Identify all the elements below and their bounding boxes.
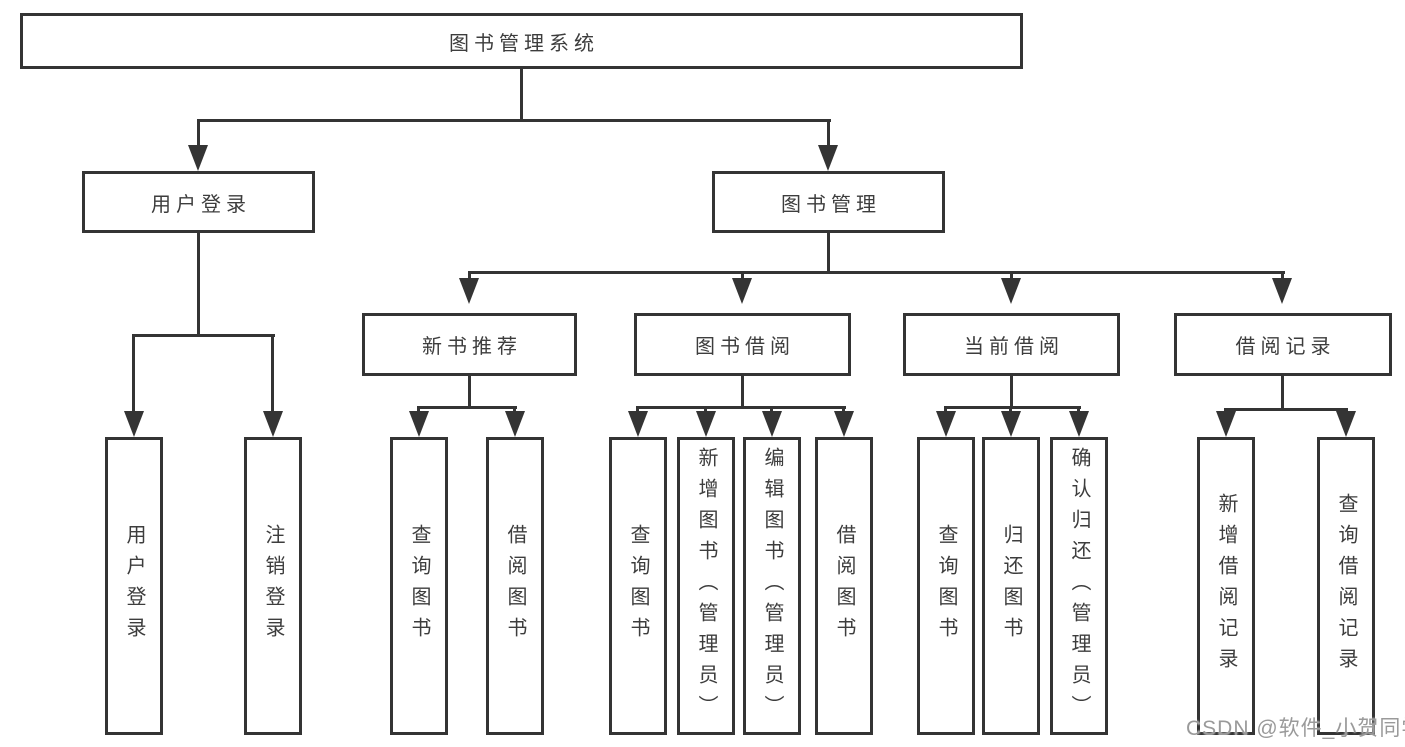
connector-vertical <box>827 119 830 147</box>
arrow-down-icon <box>936 411 956 437</box>
arrow-down-icon <box>505 411 525 437</box>
leaf-query-books-current: 查询图书 <box>917 437 975 735</box>
arrow-down-icon <box>628 411 648 437</box>
arrow-down-icon <box>263 411 283 437</box>
connector-horizontal <box>417 406 517 409</box>
arrow-down-icon <box>188 145 208 171</box>
arrow-down-icon <box>696 411 716 437</box>
node-book-management: 图书管理 <box>712 171 945 233</box>
connector-vertical <box>1009 406 1012 414</box>
node-book-borrowing: 图书借阅 <box>634 313 851 376</box>
leaf-add-borrow-record: 新增借阅记录 <box>1197 437 1255 735</box>
node-current-borrowing-label: 当前借阅 <box>964 336 1064 358</box>
connector-vertical <box>1010 376 1013 408</box>
leaf-return-books: 归还图书 <box>982 437 1040 735</box>
leaf-edit-books-admin: 编辑图书（管理员） <box>743 437 801 735</box>
connector-vertical <box>741 271 744 280</box>
leaf-logout: 注销登录 <box>244 437 302 735</box>
connector-vertical <box>827 233 830 273</box>
node-borrow-records-label: 借阅记录 <box>1235 336 1336 358</box>
node-user-login: 用户登录 <box>82 171 315 233</box>
leaf-confirm-return-admin-label: 确认归还（管理员） <box>1068 446 1090 726</box>
arrow-down-icon <box>1336 411 1356 437</box>
leaf-query-books-borrowing: 查询图书 <box>609 437 667 735</box>
node-book-management-label: 图书管理 <box>781 193 881 216</box>
arrow-down-icon <box>732 278 752 304</box>
arrow-down-icon <box>762 411 782 437</box>
connector-vertical <box>1077 406 1080 414</box>
leaf-query-borrow-record: 查询借阅记录 <box>1317 437 1375 735</box>
connector-horizontal <box>636 406 846 409</box>
connector-horizontal <box>468 271 1285 274</box>
connector-vertical <box>197 233 200 336</box>
arrow-down-icon <box>409 411 429 437</box>
node-new-book-recommend-label: 新书推荐 <box>422 336 522 358</box>
arrow-down-icon <box>1001 278 1021 304</box>
connector-vertical <box>770 406 773 414</box>
connector-horizontal <box>1224 408 1348 411</box>
connector-vertical <box>1281 271 1284 280</box>
watermark: CSDN @软件_小贺同学 <box>1186 717 1405 740</box>
leaf-borrow-books-borrowing: 借阅图书 <box>815 437 873 735</box>
connector-vertical <box>271 334 274 414</box>
connector-vertical <box>944 406 947 414</box>
leaf-confirm-return-admin: 确认归还（管理员） <box>1050 437 1108 735</box>
arrow-down-icon <box>834 411 854 437</box>
leaf-user-login: 用户登录 <box>105 437 163 735</box>
connector-horizontal <box>197 119 831 122</box>
leaf-borrow-books-borrowing-label: 借阅图书 <box>833 524 855 648</box>
arrow-down-icon <box>1216 411 1236 437</box>
leaf-user-login-label: 用户登录 <box>123 524 145 648</box>
node-library-system: 图书管理系统 <box>20 13 1023 69</box>
leaf-logout-label: 注销登录 <box>262 524 284 648</box>
arrow-down-icon <box>1272 278 1292 304</box>
leaf-query-books-recommend: 查询图书 <box>390 437 448 735</box>
leaf-borrow-books-recommend-label: 借阅图书 <box>504 524 526 648</box>
connector-horizontal <box>944 406 1081 409</box>
node-user-login-label: 用户登录 <box>151 193 251 216</box>
connector-vertical <box>520 68 523 120</box>
leaf-add-books-admin-label: 新增图书（管理员） <box>695 446 717 726</box>
connector-vertical <box>132 334 135 414</box>
leaf-return-books-label: 归还图书 <box>1000 524 1022 648</box>
leaf-query-books-current-label: 查询图书 <box>935 524 957 648</box>
connector-vertical <box>1281 376 1284 410</box>
leaf-query-books-borrowing-label: 查询图书 <box>627 524 649 648</box>
connector-horizontal <box>132 334 275 337</box>
connector-vertical <box>1010 271 1013 280</box>
connector-vertical <box>468 376 471 408</box>
connector-vertical <box>468 271 471 280</box>
connector-vertical <box>741 376 744 408</box>
leaf-query-books-recommend-label: 查询图书 <box>408 524 430 648</box>
leaf-borrow-books-recommend: 借阅图书 <box>486 437 544 735</box>
arrow-down-icon <box>459 278 479 304</box>
connector-vertical <box>513 406 516 414</box>
arrow-down-icon <box>1069 411 1089 437</box>
connector-vertical <box>417 406 420 414</box>
leaf-add-borrow-record-label: 新增借阅记录 <box>1215 493 1237 679</box>
arrow-down-icon <box>1001 411 1021 437</box>
arrow-down-icon <box>124 411 144 437</box>
leaf-add-books-admin: 新增图书（管理员） <box>677 437 735 735</box>
leaf-query-borrow-record-label: 查询借阅记录 <box>1335 493 1357 679</box>
node-borrow-records: 借阅记录 <box>1174 313 1392 376</box>
connector-vertical <box>842 406 845 414</box>
leaf-edit-books-admin-label: 编辑图书（管理员） <box>761 446 783 726</box>
node-book-borrowing-label: 图书借阅 <box>695 336 795 358</box>
node-new-book-recommend: 新书推荐 <box>362 313 577 376</box>
node-library-system-label: 图书管理系统 <box>449 32 599 55</box>
node-current-borrowing: 当前借阅 <box>903 313 1120 376</box>
connector-vertical <box>704 406 707 414</box>
arrow-down-icon <box>818 145 838 171</box>
connector-vertical <box>197 119 200 147</box>
connector-vertical <box>636 406 639 414</box>
